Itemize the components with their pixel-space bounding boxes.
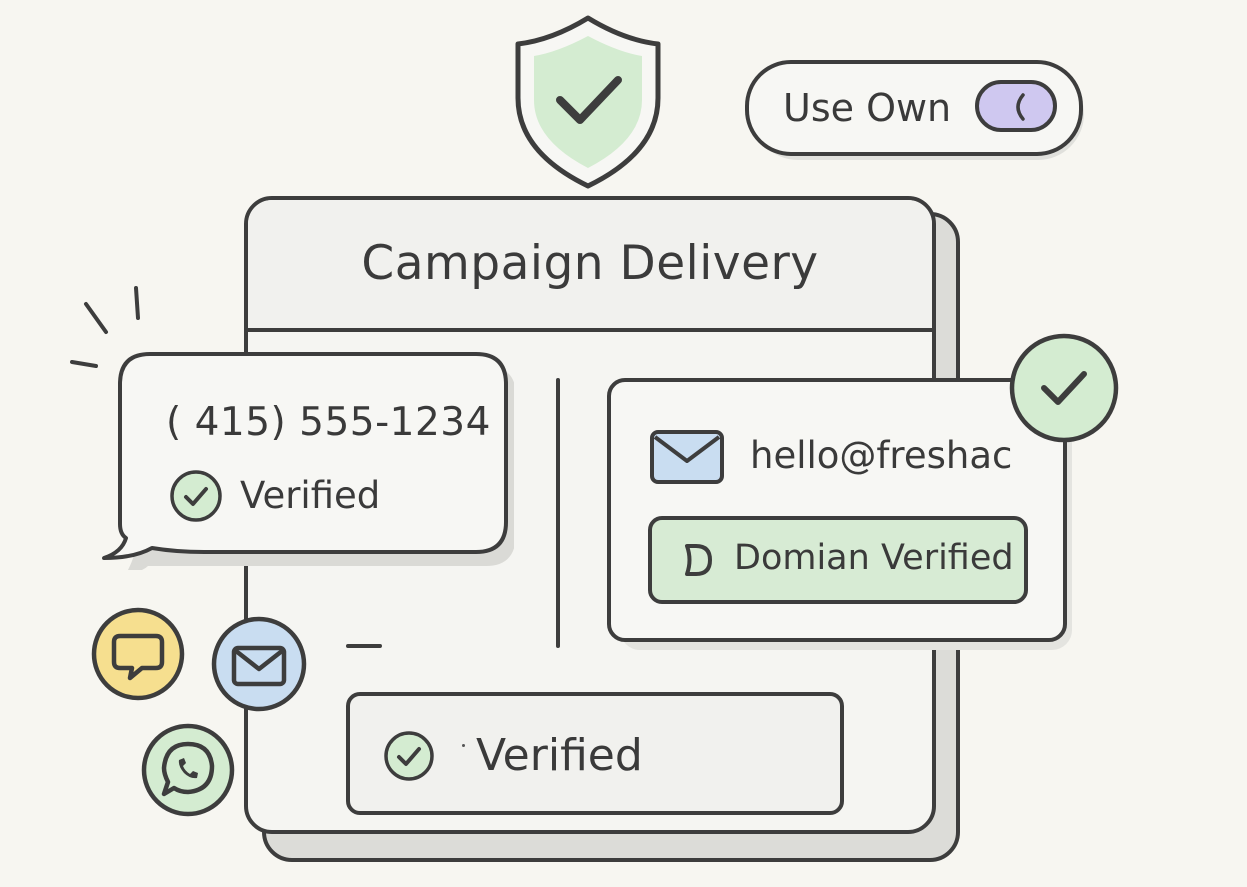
phone-number: ( 415) 555-1234 [166, 400, 491, 445]
card-divider [556, 378, 560, 648]
card-header: Campaign Delivery [248, 200, 932, 332]
bottom-verified-pill[interactable]: Verified [346, 692, 844, 815]
domain-icon [685, 544, 712, 576]
use-own-toggle[interactable]: Use Own [745, 60, 1083, 156]
domain-verified-pill[interactable]: Domian Verified [648, 516, 1028, 604]
phone-bubble[interactable] [94, 346, 514, 570]
dot-mark [462, 744, 465, 747]
card-title: Campaign Delivery [361, 236, 819, 291]
whatsapp-icon[interactable] [140, 718, 236, 822]
burst-lines [70, 286, 140, 368]
chat-bubble-icon[interactable] [90, 602, 186, 706]
dash-mark [346, 644, 382, 648]
envelope-icon [650, 430, 724, 484]
shield-check-icon [515, 15, 661, 189]
email-address: hello@freshac [750, 434, 1013, 477]
toggle-switch[interactable] [975, 80, 1057, 132]
check-circle-icon [384, 731, 434, 781]
domain-verified-label: Domian Verified [734, 538, 1014, 578]
check-circle-icon [170, 470, 222, 522]
phone-status-label: Verified [240, 474, 381, 517]
check-circle-icon [1009, 333, 1119, 443]
envelope-icon[interactable] [210, 612, 308, 716]
toggle-knob-icon [1016, 93, 1025, 121]
bottom-verified-label: Verified [476, 730, 643, 781]
toggle-label: Use Own [783, 86, 952, 130]
